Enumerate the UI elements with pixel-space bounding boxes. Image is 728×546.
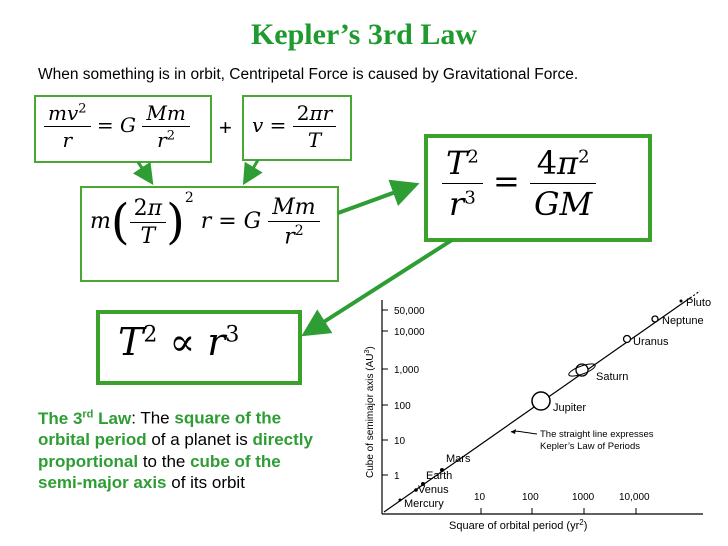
planet-label-mercury: Mercury	[404, 498, 444, 510]
planet-earth-marker	[421, 482, 425, 486]
graph-annotation-line-2: Kepler’s Law of Periods	[540, 441, 640, 452]
x-tick-label: 1000	[572, 492, 595, 503]
law-description: The 3rd Law: The square of the orbital p…	[38, 408, 313, 493]
y-ticks: 50,000 10,000 1,000 100 10 1	[382, 306, 425, 482]
planet-label-pluto: Pluto	[686, 297, 711, 309]
planet-neptune-marker	[651, 315, 659, 323]
planet-label-neptune: Neptune	[662, 315, 704, 327]
planet-mercury-marker	[398, 498, 402, 502]
x-axis-label: Square of orbital period (yr2)	[449, 518, 587, 532]
y-tick-label: 1,000	[394, 365, 419, 376]
planet-label-uranus: Uranus	[633, 336, 669, 348]
x-tick-label: 10,000	[619, 492, 650, 503]
y-axis-label: Cube of semimajor axis (AU3)	[364, 346, 376, 478]
desc-law-name: The 3rd Law	[38, 408, 132, 428]
plus-sign: +	[219, 115, 232, 140]
planet-uranus-marker	[622, 334, 632, 344]
subtitle: When something is in orbit, Centripetal …	[38, 66, 579, 83]
x-tick-label: 100	[522, 492, 539, 503]
planet-jupiter-marker	[531, 391, 551, 411]
y-tick-label: 10,000	[394, 327, 425, 338]
x-ticks: 10 100 1000 10,000	[474, 492, 650, 514]
planet-label-earth: Earth	[426, 470, 452, 482]
equation-proportional: T2 ∝ r3	[118, 320, 240, 364]
planet-label-mars: Mars	[446, 453, 471, 465]
x-tick-label: 10	[474, 492, 486, 503]
planet-pluto-marker	[679, 299, 683, 303]
graph-annotation-line-1: The straight line expresses	[540, 429, 654, 440]
y-tick-label: 1	[394, 471, 400, 482]
y-tick-label: 100	[394, 401, 411, 412]
y-tick-label: 50,000	[394, 306, 425, 317]
saturn-ring	[568, 363, 596, 377]
equation-proportional-box: T2 ∝ r3	[96, 310, 302, 385]
planet-mars-marker	[440, 468, 444, 472]
planet-label-jupiter: Jupiter	[553, 402, 586, 414]
planet-label-venus: Venus	[418, 484, 449, 496]
planet-venus-marker	[414, 488, 418, 492]
page-title: Kepler’s 3rd Law	[250, 18, 478, 51]
planet-label-saturn: Saturn	[596, 371, 628, 383]
y-tick-label: 10	[394, 436, 406, 447]
